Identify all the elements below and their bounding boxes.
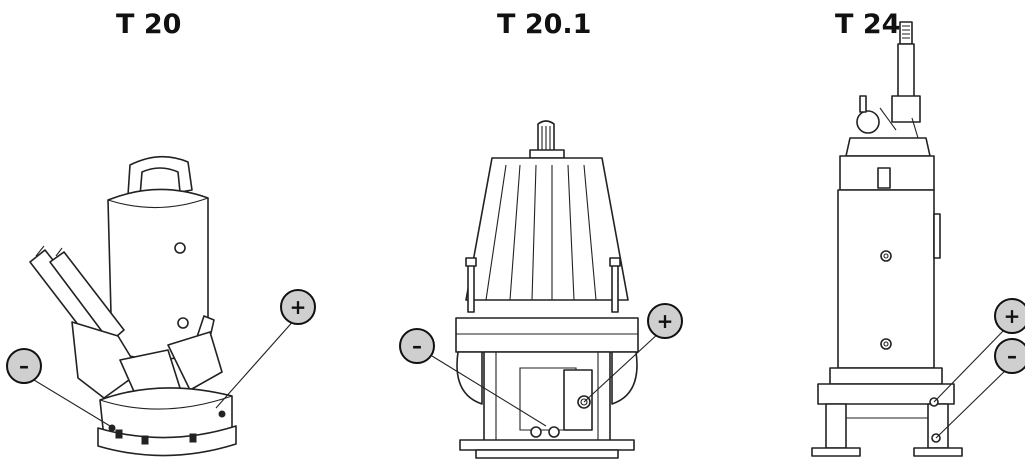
pump-t20-drawing: [29, 155, 237, 457]
callout-plus-t20-1: +: [647, 303, 683, 339]
callout-plus-text: +: [1004, 304, 1021, 328]
callout-minus-t24: –: [994, 338, 1025, 374]
leader-t24-plus: [933, 327, 1007, 403]
label-t20-1: T 20.1: [497, 9, 592, 40]
callout-plus-t20: +: [280, 289, 316, 325]
pump-t20-1-drawing: [455, 120, 639, 459]
callout-plus-t24: +: [994, 298, 1025, 334]
callout-plus-text: +: [290, 295, 307, 319]
leader-t20-plus: [215, 317, 297, 409]
label-t24: T 24: [835, 9, 901, 40]
callout-minus-text: –: [412, 334, 422, 358]
leader-t20-minus: [33, 379, 111, 427]
leader-t20-1-plus: [583, 331, 661, 403]
leader-t20-1-minus: [431, 355, 547, 427]
leader-t24-minus: [935, 367, 1009, 439]
callout-minus-text: –: [1007, 344, 1017, 368]
callout-minus-t20: –: [6, 348, 42, 384]
callout-minus-text: –: [19, 354, 29, 378]
pump-t24-drawing: [811, 21, 963, 457]
label-t20: T 20: [116, 9, 182, 40]
callout-minus-t20-1: –: [399, 328, 435, 364]
callout-plus-text: +: [657, 309, 674, 333]
